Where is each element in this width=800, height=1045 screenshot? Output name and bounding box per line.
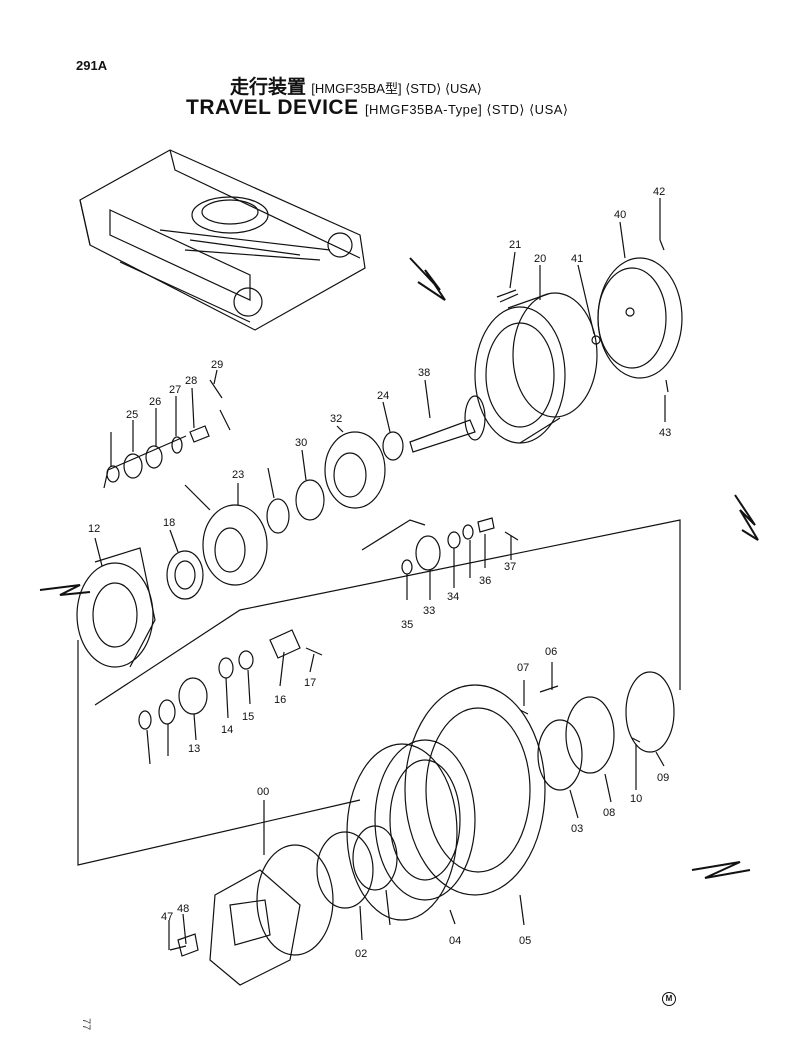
bearing-08-drawing [565, 696, 615, 774]
callout-08: 08 [603, 807, 615, 819]
callout-16: 16 [274, 694, 286, 706]
small-parts-row-top [103, 379, 231, 511]
small-parts-row-lower [94, 519, 681, 730]
motor-assembly-00-drawing [169, 844, 334, 986]
sprocket-05-drawing [404, 684, 546, 896]
callout-37: 37 [504, 561, 516, 573]
callout-48: 48 [177, 903, 189, 915]
ring-gear-20-drawing [474, 292, 598, 444]
title-japanese: 走行装置 [HMGF35BA型] ⟨STD⟩ ⟨USA⟩ [230, 72, 482, 99]
title-english: TRAVEL DEVICE [HMGF35BA-Type] ⟨STD⟩ ⟨USA… [186, 96, 569, 120]
callout-42: 42 [653, 186, 665, 198]
callout-23: 23 [232, 469, 244, 481]
callout-18: 18 [163, 517, 175, 529]
callout-26: 26 [149, 396, 161, 408]
callout-04: 04 [449, 935, 461, 947]
housing-12-drawing [76, 547, 156, 668]
title-en-main: TRAVEL DEVICE [186, 96, 359, 119]
pin-10-drawing [631, 737, 641, 743]
frame-line [77, 640, 361, 866]
copyright-mark: M [662, 992, 676, 1006]
callout-40: 40 [614, 209, 626, 221]
callout-03a: 03 [571, 823, 583, 835]
callout-15a: 15 [242, 711, 254, 723]
title-jp-main: 走行装置 [230, 77, 307, 98]
scribble-marks [39, 257, 759, 879]
callout-13: 13 [188, 743, 200, 755]
callout-28: 28 [185, 375, 197, 387]
corner-code: 77 [80, 1018, 92, 1031]
callout-34: 34 [447, 591, 459, 603]
callout-29: 29 [211, 359, 223, 371]
callout-43: 43 [659, 427, 671, 439]
callout-35a: 35 [401, 619, 413, 631]
nut-41-drawing [591, 335, 601, 345]
shaft-38-drawing [409, 395, 486, 453]
bolt-21-drawing [496, 289, 519, 303]
seal-09-drawing [625, 671, 675, 753]
callout-30: 30 [295, 437, 307, 449]
callout-41: 41 [571, 253, 583, 265]
callout-06: 06 [545, 646, 557, 658]
callout-17: 17 [304, 677, 316, 689]
callout-05: 05 [519, 935, 531, 947]
carrier-32-drawing [324, 431, 404, 509]
washer-24-drawing [266, 498, 290, 534]
gear-cluster-right [361, 517, 519, 575]
gear-30-drawing [295, 479, 325, 521]
leader-lines [94, 198, 666, 950]
seal-02-drawing [316, 831, 374, 909]
callout-33: 33 [423, 605, 435, 617]
callout-00: 00 [257, 786, 269, 798]
title-en-suffix: [HMGF35BA-Type] ⟨STD⟩ ⟨USA⟩ [364, 102, 569, 117]
callout-10: 10 [630, 793, 642, 805]
carrier-23-drawing [202, 504, 268, 586]
page-number: 291A [76, 58, 108, 73]
callout-labels: 42 40 21 20 41 38 43 29 25 26 27 28 24 3… [88, 186, 671, 960]
callout-09: 09 [657, 772, 669, 784]
callout-25: 25 [126, 409, 138, 421]
cover-40-drawing [597, 239, 683, 393]
ring-03-drawing [352, 719, 583, 891]
drawing-layer [76, 149, 683, 986]
callout-38: 38 [418, 367, 430, 379]
callout-20: 20 [534, 253, 546, 265]
callout-36: 36 [479, 575, 491, 587]
undercarriage-drawing [79, 149, 366, 331]
callout-32: 32 [330, 413, 342, 425]
hub-04-drawing [346, 739, 476, 921]
callout-24a: 24 [377, 390, 389, 402]
title-jp-suffix: [HMGF35BA型] ⟨STD⟩ ⟨USA⟩ [311, 81, 482, 96]
callout-12: 12 [88, 523, 100, 535]
callout-27a: 27 [169, 384, 181, 396]
callout-07: 07 [517, 662, 529, 674]
callout-21: 21 [509, 239, 521, 251]
callout-02: 02 [355, 948, 367, 960]
callout-47: 47 [161, 911, 173, 923]
bolt-06-drawing [519, 685, 559, 715]
callout-14a: 14 [221, 724, 233, 736]
sun-gear-18-drawing [166, 550, 204, 600]
